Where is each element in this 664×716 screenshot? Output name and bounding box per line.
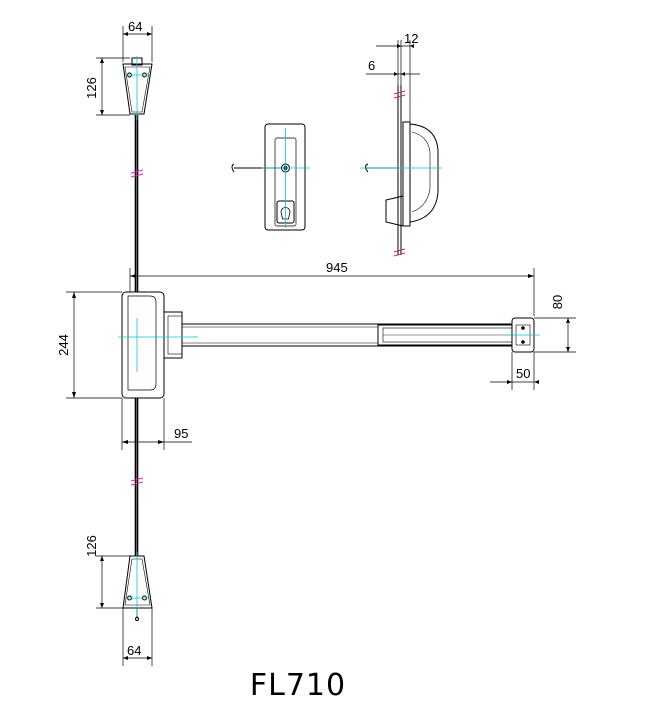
top-rod-guide	[122, 57, 153, 115]
dim-bottom-guide-height: 126	[84, 535, 99, 557]
rod-break-marks	[130, 169, 144, 486]
dim-overall-length: 945	[326, 260, 348, 275]
dim-end-cap-height: 80	[550, 295, 565, 309]
dimension-arrows	[72, 32, 570, 660]
dimension-lines	[66, 26, 576, 666]
dim-side-plate-offset: 6	[368, 58, 375, 73]
dim-side-plate-thickness: 12	[404, 31, 418, 46]
vertical-rod	[134, 115, 139, 556]
dim-bottom-guide-width: 64	[127, 643, 141, 658]
dim-end-cap-width: 50	[516, 366, 530, 381]
outside-trim-front	[231, 123, 306, 231]
bottom-rod-guide	[122, 555, 153, 621]
model-title: FL710	[250, 668, 346, 703]
outside-trim-side	[365, 85, 439, 255]
bottom-guide-centerline	[125, 552, 150, 616]
top-guide-centerline	[125, 56, 150, 120]
push-bar	[182, 323, 513, 347]
dim-chassis-height: 244	[56, 334, 71, 356]
chassis-centerline	[118, 318, 198, 372]
dim-chassis-projection: 95	[174, 426, 188, 441]
main-chassis	[121, 291, 183, 399]
dim-top-guide-width: 64	[128, 19, 142, 34]
dim-top-guide-height: 126	[84, 77, 99, 99]
side-trim-section-marks	[393, 90, 406, 257]
front-trim-centerline	[262, 128, 310, 228]
